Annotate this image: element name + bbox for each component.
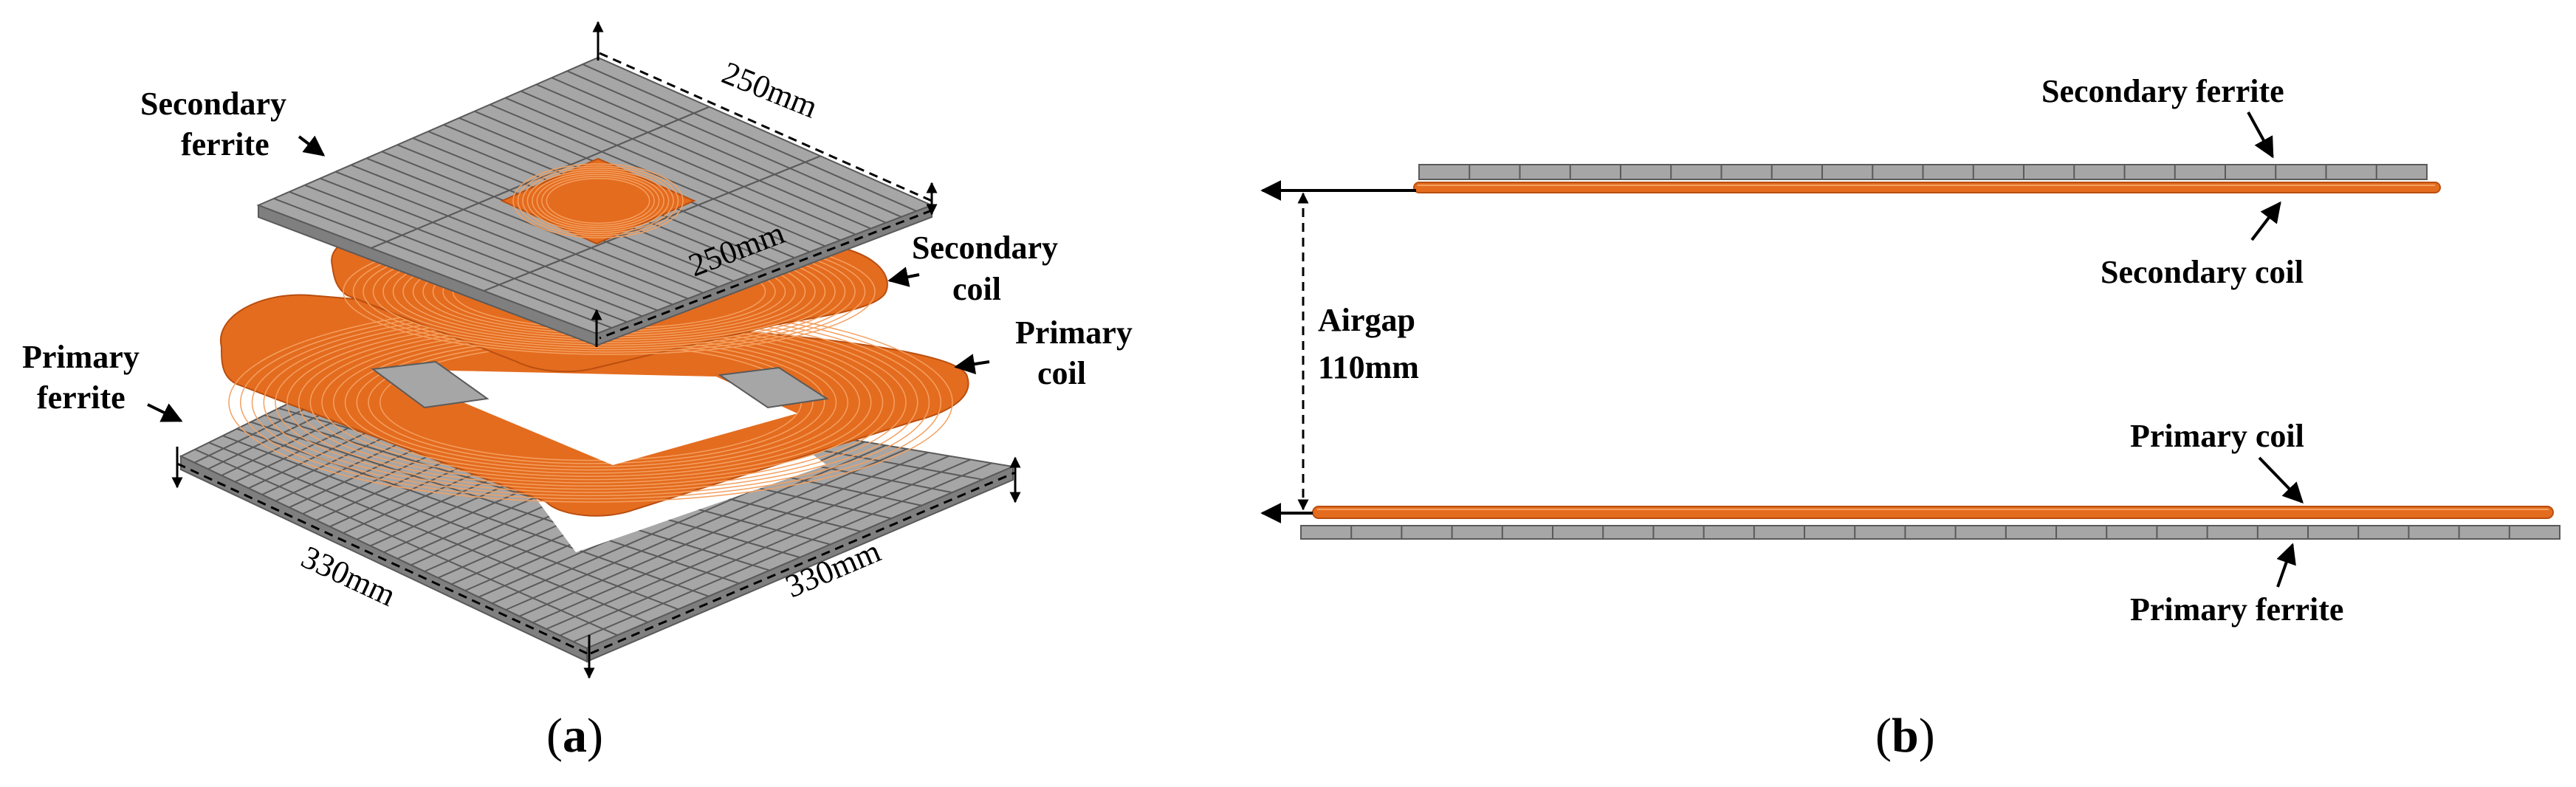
label-secondary-ferrite-b: Secondary ferrite bbox=[2041, 73, 2284, 109]
arrow-primary-coil bbox=[954, 354, 990, 374]
secondary-coil-bar bbox=[1413, 182, 2441, 193]
hatch-line bbox=[289, 190, 628, 323]
coil-turn bbox=[546, 177, 650, 224]
coil-turn bbox=[536, 173, 660, 228]
hatch-line bbox=[582, 63, 917, 212]
hatch-line bbox=[573, 462, 992, 643]
label-primary-coil-line2: coil bbox=[1037, 355, 1086, 391]
arrow-secondary-coil-b bbox=[2250, 201, 2281, 241]
panel-a-isometric-view: Secondary ferrite Secondary coil Primary… bbox=[22, 21, 1133, 763]
label-airgap-line2: 110mm bbox=[1318, 349, 1419, 385]
primary-coil-bar bbox=[1312, 506, 2554, 519]
airgap-dimension bbox=[1260, 180, 1416, 523]
hatch-line bbox=[551, 77, 887, 224]
caption-panel-b: (b) bbox=[1875, 709, 1935, 763]
coil-turn bbox=[517, 165, 679, 236]
hatch-line bbox=[351, 164, 689, 300]
arrow-primary-coil-b bbox=[2258, 456, 2304, 504]
secondary-ferrite-segments bbox=[1469, 165, 2377, 179]
arrow-secondary-coil bbox=[887, 267, 920, 287]
label-airgap-line1: Airgap bbox=[1318, 302, 1415, 338]
label-arrows-panel-b bbox=[2247, 111, 2304, 588]
hatch-line bbox=[335, 171, 673, 306]
hatch-line bbox=[490, 103, 825, 247]
arrow-primary-ferrite-b bbox=[2276, 543, 2296, 588]
dim-label-secondary-x: 250mm bbox=[717, 55, 822, 126]
coil-turn bbox=[522, 167, 674, 235]
primary-ferrite-bar bbox=[1300, 525, 2560, 540]
caption-panel-b-open-paren: ( bbox=[1875, 709, 1892, 763]
coil-turn bbox=[541, 176, 655, 226]
label-primary-ferrite-line1: Primary bbox=[22, 339, 140, 375]
label-primary-ferrite-line2: ferrite bbox=[37, 379, 126, 416]
label-secondary-coil-line1: Secondary bbox=[912, 230, 1058, 266]
hatch-line bbox=[532, 451, 929, 624]
label-secondary-coil-line2: coil bbox=[952, 271, 1001, 307]
label-primary-coil-b: Primary coil bbox=[2130, 418, 2304, 454]
primary-coil bbox=[219, 294, 969, 517]
hatch-line bbox=[320, 177, 658, 312]
hatch-line bbox=[304, 184, 643, 317]
hatch-line bbox=[546, 455, 950, 630]
label-secondary-coil-b: Secondary coil bbox=[2101, 254, 2304, 290]
hatch-line bbox=[505, 444, 886, 611]
secondary-coil-center-turns bbox=[512, 163, 684, 238]
caption-panel-a: (a) bbox=[546, 709, 603, 763]
hatch-line bbox=[521, 90, 856, 236]
arrow-primary-ferrite bbox=[147, 403, 183, 422]
hatch-line bbox=[273, 197, 612, 329]
dim-line-primary-x bbox=[176, 462, 588, 655]
caption-panel-a-letter: a bbox=[563, 709, 587, 763]
dim-line-secondary-x bbox=[599, 52, 932, 202]
label-primary-ferrite-b: Primary ferrite bbox=[2130, 591, 2343, 628]
hatch-line bbox=[505, 97, 841, 241]
arrow-secondary-ferrite-b bbox=[2247, 111, 2274, 159]
ferrite-bar-left bbox=[371, 360, 490, 409]
coil-turn bbox=[512, 163, 684, 238]
label-arrows-panel-a bbox=[147, 135, 990, 422]
caption-panel-a-open-paren: ( bbox=[546, 709, 563, 763]
ferrite-bar-right bbox=[718, 366, 829, 409]
label-secondary-ferrite-line2: ferrite bbox=[181, 126, 269, 162]
dimension-lines-panel-a bbox=[171, 21, 1021, 679]
panel-b-side-view: Airgap 110mm Secondary ferrite Secondary… bbox=[1260, 73, 2560, 763]
primary-coil-window bbox=[384, 369, 797, 465]
hatch-line bbox=[535, 83, 871, 230]
caption-panel-b-letter: b bbox=[1892, 709, 1919, 763]
secondary-ferrite-window bbox=[500, 157, 696, 245]
label-primary-coil-line1: Primary bbox=[1015, 315, 1133, 351]
primary-ferrite-segments bbox=[1350, 526, 2510, 539]
dim-line-secondary-y bbox=[599, 209, 932, 340]
hatch-line bbox=[559, 458, 971, 636]
hatch-line bbox=[371, 106, 710, 249]
coil-turn bbox=[526, 169, 670, 233]
caption-panel-b-close-paren: ) bbox=[1919, 709, 1935, 763]
hatch-line bbox=[518, 448, 907, 617]
hatch-line bbox=[566, 70, 902, 218]
caption-panel-a-close-paren: ) bbox=[587, 709, 603, 763]
arrow-secondary-ferrite bbox=[298, 135, 326, 157]
dim-line-primary-y bbox=[590, 471, 1016, 655]
coil-turn bbox=[532, 171, 664, 230]
label-secondary-ferrite-line1: Secondary bbox=[140, 86, 286, 122]
